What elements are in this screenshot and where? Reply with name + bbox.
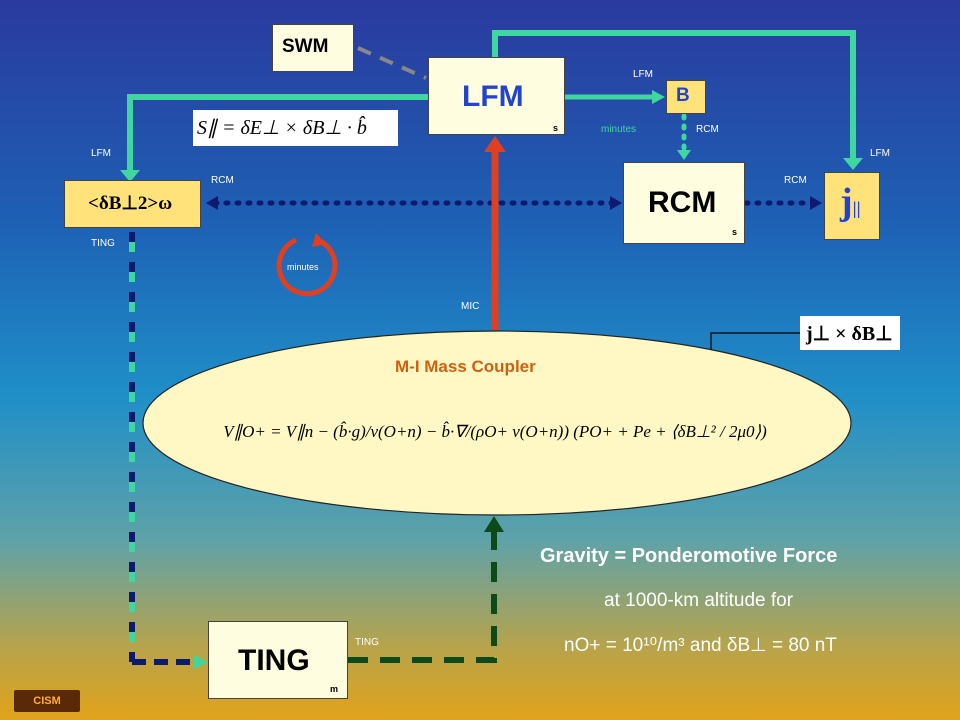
lfm-label: LFM: [462, 80, 524, 113]
b-box: [666, 80, 706, 114]
rcm-label: RCM: [648, 186, 717, 219]
tag-ting-left: TING: [91, 238, 115, 249]
tag-minutes-cycle: minutes: [287, 262, 319, 272]
ting-sub: m: [330, 684, 339, 694]
arrowhead-down-icon: [120, 170, 140, 182]
arrowhead-left-icon: [206, 196, 218, 210]
tag-rcm-right2: RCM: [784, 175, 807, 186]
tag-lfm-left: LFM: [91, 148, 111, 159]
arrowhead-right-icon: [652, 90, 665, 104]
j-box: [824, 172, 880, 240]
jxb-equation: j⊥ × δB⊥: [800, 316, 900, 350]
ting-box: [208, 621, 348, 699]
poynting-equation: S∥ = δE⊥ × δB⊥ · b̂: [193, 110, 398, 146]
velocity-equation: V∥O+ = V∥n − (b̂·g)/ν(O+n) − b̂·∇/(ρO+ ν…: [223, 422, 767, 441]
mass-coupler-ellipse: [142, 330, 852, 516]
rcm-box: [623, 162, 745, 244]
note-line2: at 1000-km altitude for: [604, 590, 794, 611]
lfm-box: [428, 57, 565, 135]
mass-coupler-title: M-I Mass Coupler: [395, 357, 536, 376]
lfm-to-dbperp-wire: [127, 94, 428, 172]
lfm-to-j-wire: [492, 30, 856, 162]
j-label: j||: [840, 181, 861, 223]
arrowhead-right-icon: [610, 196, 622, 210]
arrowhead-right-icon: [194, 655, 208, 669]
swm-to-lfm-dashed: [357, 46, 427, 80]
arrowhead-icon: [312, 233, 326, 247]
note-line3: nO+ = 10¹⁰/m³ and δB⊥ = 80 nT: [564, 635, 837, 656]
lfm-sub: s: [553, 123, 559, 133]
arrowhead-down-icon: [843, 158, 863, 170]
arrowhead-right-icon: [810, 196, 822, 210]
dbperp-label: <δB⊥2>ω: [88, 193, 173, 214]
tag-mic: MIC: [461, 301, 480, 312]
tag-lfm-far-right: LFM: [870, 148, 890, 159]
arrowhead-up-icon: [484, 136, 506, 152]
arrowhead-up-icon: [484, 516, 504, 532]
tag-lfm-top-right: LFM: [633, 69, 653, 80]
swm-label: SWM: [282, 36, 329, 57]
minutes-cycle-arrow: [276, 237, 338, 297]
ting-to-coupler-dashed: [348, 530, 497, 663]
tag-ting-bottom: TING: [355, 637, 379, 648]
note-line1: Gravity = Ponderomotive Force: [540, 545, 838, 567]
cism-logo: CISM: [14, 690, 80, 712]
tag-rcm-left: RCM: [211, 175, 234, 186]
dbperp-box: [64, 180, 201, 228]
ting-label: TING: [238, 644, 310, 677]
rcm-sub: s: [732, 227, 738, 237]
tag-rcm-right: RCM: [696, 124, 719, 135]
b-label: B: [676, 85, 690, 106]
arrowhead-down-icon: [677, 150, 691, 160]
swm-box: [272, 24, 354, 72]
tag-minutes-right: minutes: [601, 124, 637, 135]
